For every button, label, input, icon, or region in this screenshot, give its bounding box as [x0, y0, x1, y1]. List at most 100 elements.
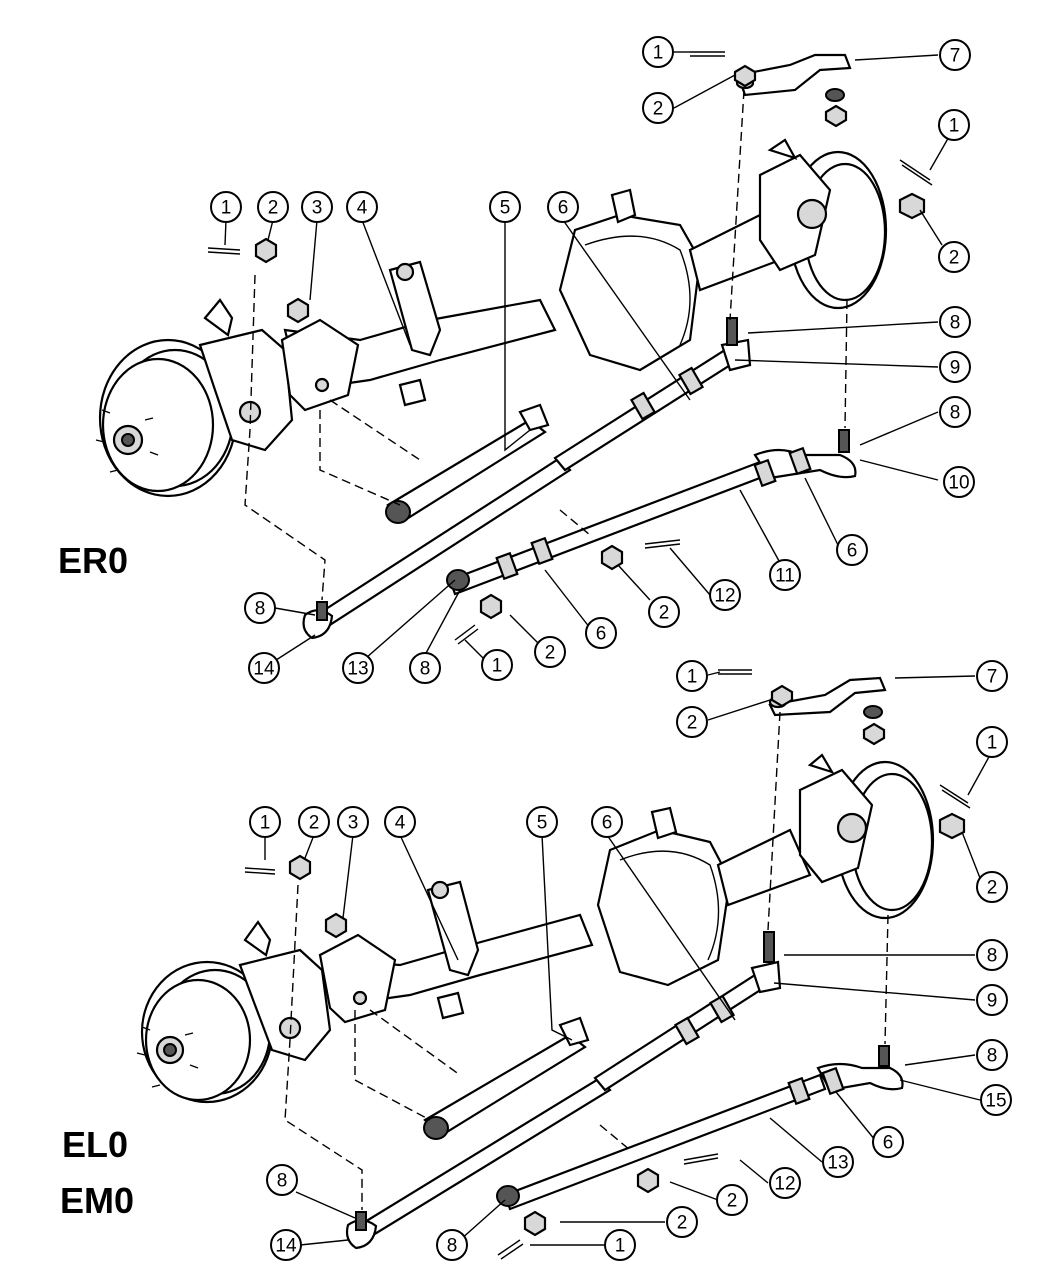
callout-2: 2	[642, 92, 674, 124]
svg-text:8: 8	[277, 1171, 288, 1192]
svg-text:2: 2	[949, 248, 960, 269]
svg-text:12: 12	[714, 586, 735, 607]
callout-7: 7	[939, 39, 971, 71]
model-label-em0: EM0	[60, 1180, 134, 1221]
svg-text:7: 7	[950, 46, 961, 67]
callout-1: 1	[642, 36, 674, 68]
svg-text:8: 8	[950, 313, 961, 334]
svg-text:4: 4	[357, 198, 368, 219]
callout-8: 8	[939, 306, 971, 338]
callout-1: 1	[481, 649, 513, 681]
svg-text:1: 1	[260, 813, 271, 834]
callout-8: 8	[409, 652, 441, 684]
svg-text:2: 2	[987, 878, 998, 899]
callout-group-bottom: 1 1 1 1 2 2 2 2 2 3 4 5 6 6 7 8 8 8 8 8 …	[249, 660, 1012, 1261]
svg-text:3: 3	[312, 198, 323, 219]
callout-14: 14	[248, 652, 280, 684]
svg-text:4: 4	[395, 813, 406, 834]
svg-text:1: 1	[987, 733, 998, 754]
callout-9: 9	[939, 351, 971, 383]
svg-text:13: 13	[827, 1153, 848, 1174]
svg-text:3: 3	[348, 813, 359, 834]
svg-text:2: 2	[653, 99, 664, 120]
callout-9: 9	[976, 984, 1008, 1016]
svg-text:1: 1	[949, 116, 960, 137]
leader-lines-top	[224, 51, 951, 666]
svg-text:15: 15	[985, 1091, 1006, 1112]
callout-12: 12	[769, 1167, 801, 1199]
svg-text:6: 6	[602, 813, 613, 834]
callout-4: 4	[384, 806, 416, 838]
callout-group-top: 1 1 1 1 2 2 2 2 2 3 4 5 6 6 6 6 7 8 8 8 …	[210, 36, 975, 684]
svg-text:6: 6	[883, 1133, 894, 1154]
svg-text:1: 1	[492, 656, 503, 677]
leader-lines-bottom	[264, 671, 991, 1246]
callout-13: 13	[822, 1146, 854, 1178]
callout-5: 5	[489, 191, 521, 223]
callout-2: 2	[666, 1206, 698, 1238]
svg-text:9: 9	[987, 991, 998, 1012]
svg-text:10: 10	[948, 473, 969, 494]
axle-assembly-top	[95, 51, 933, 645]
callout-3: 3	[337, 806, 369, 838]
svg-text:11: 11	[775, 566, 795, 587]
callout-8: 8	[436, 1229, 468, 1261]
model-label-er0: ER0	[58, 540, 128, 581]
callout-1: 1	[210, 191, 242, 223]
callout-2: 2	[976, 871, 1008, 903]
callout-1: 1	[676, 660, 708, 692]
callout-8: 8	[266, 1164, 298, 1196]
callout-6: 6	[836, 534, 868, 566]
svg-text:1: 1	[615, 1236, 626, 1257]
svg-text:9: 9	[950, 358, 961, 379]
svg-text:5: 5	[500, 198, 511, 219]
svg-text:5: 5	[537, 813, 548, 834]
svg-text:8: 8	[420, 659, 431, 680]
svg-text:2: 2	[677, 1213, 688, 1234]
model-label-el0: EL0	[62, 1124, 128, 1165]
svg-text:14: 14	[275, 1236, 297, 1257]
svg-text:2: 2	[268, 198, 279, 219]
callout-4: 4	[346, 191, 378, 223]
svg-text:8: 8	[447, 1236, 458, 1257]
callout-14: 14	[270, 1229, 302, 1261]
svg-text:6: 6	[558, 198, 569, 219]
callout-8: 8	[976, 1039, 1008, 1071]
callout-8: 8	[939, 396, 971, 428]
svg-text:14: 14	[253, 659, 275, 680]
callout-6: 6	[585, 617, 617, 649]
callout-7: 7	[976, 660, 1008, 692]
svg-text:2: 2	[545, 643, 556, 664]
svg-text:8: 8	[987, 1046, 998, 1067]
callout-6: 6	[872, 1126, 904, 1158]
callout-2: 2	[716, 1184, 748, 1216]
svg-text:8: 8	[950, 403, 961, 424]
callout-2: 2	[534, 636, 566, 668]
svg-text:2: 2	[659, 603, 670, 624]
svg-text:2: 2	[687, 713, 698, 734]
callout-6: 6	[591, 806, 623, 838]
svg-text:1: 1	[221, 198, 232, 219]
callout-3: 3	[301, 191, 333, 223]
svg-text:6: 6	[596, 624, 607, 645]
callout-2: 2	[298, 806, 330, 838]
svg-text:2: 2	[309, 813, 320, 834]
callout-1: 1	[976, 726, 1008, 758]
svg-text:2: 2	[727, 1191, 738, 1212]
callout-2: 2	[938, 241, 970, 273]
callout-2: 2	[257, 191, 289, 223]
callout-8: 8	[976, 939, 1008, 971]
callout-12: 12	[709, 579, 741, 611]
callout-2: 2	[648, 596, 680, 628]
svg-text:6: 6	[847, 541, 858, 562]
axle-assembly-bottom	[136, 669, 971, 1260]
callout-1: 1	[938, 109, 970, 141]
svg-text:8: 8	[987, 946, 998, 967]
svg-text:12: 12	[774, 1174, 795, 1195]
callout-15: 15	[980, 1084, 1012, 1116]
svg-text:13: 13	[347, 659, 368, 680]
callout-2: 2	[676, 706, 708, 738]
callout-1: 1	[249, 806, 281, 838]
svg-text:8: 8	[255, 599, 266, 620]
